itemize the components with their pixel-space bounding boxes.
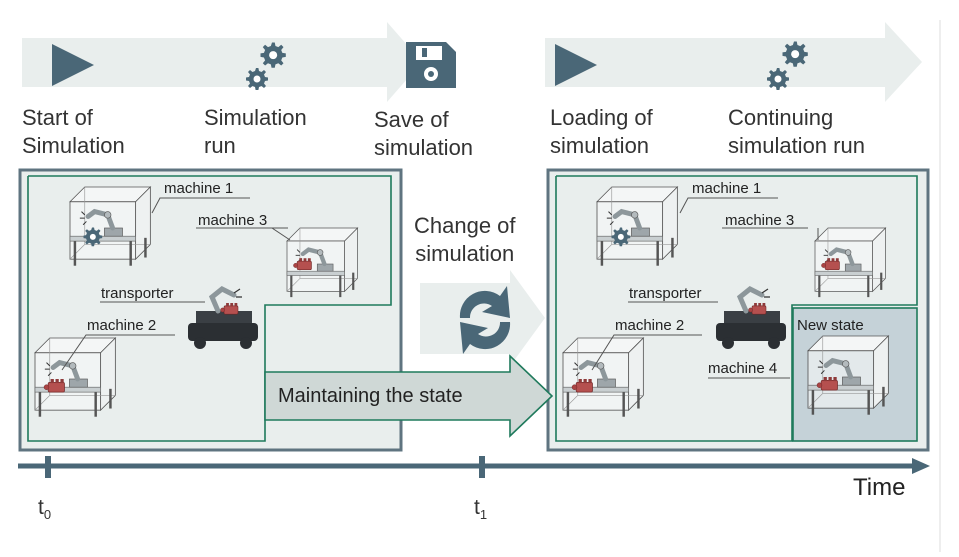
new-state-label: New state — [797, 317, 864, 334]
transporter-label-right: transporter — [629, 285, 702, 302]
phase2-arrow — [545, 22, 922, 102]
machine-1-left — [70, 187, 150, 266]
transporter-left — [188, 286, 258, 349]
change-background-arrow — [420, 270, 545, 366]
simulation-run-label: Simulation run — [204, 105, 307, 158]
continuing-simulation-run-label: Continuing simulation run — [728, 105, 865, 158]
t1-label: t1 — [474, 496, 488, 523]
gear-icon — [83, 227, 103, 247]
time-axis-label: Time — [853, 474, 906, 501]
loading-of-simulation-label: Loading of simulation — [550, 105, 653, 158]
phase1-arrow — [22, 22, 422, 102]
maintain-arrow — [264, 354, 554, 438]
machine-1-label-right: machine 1 — [692, 180, 762, 197]
machine-2-label-right: machine 2 — [615, 317, 685, 334]
refresh-icon — [459, 286, 511, 354]
machine-3-label-left: machine 3 — [198, 212, 268, 229]
t1-tick — [479, 456, 485, 478]
t0-tick — [45, 456, 51, 478]
machine-3-left — [287, 228, 358, 297]
gear-icon — [611, 227, 631, 247]
machine-2-left — [35, 338, 115, 417]
machine-4-label-right: machine 4 — [708, 360, 778, 377]
leader-lines-left — [61, 197, 291, 371]
machine-3-label-right: machine 3 — [725, 212, 795, 229]
play-icon — [52, 44, 94, 86]
transporter-right — [716, 286, 786, 349]
maintaining-state-label: Maintaining the state — [278, 385, 463, 407]
right-green-outline — [555, 175, 918, 442]
leader-lines-right — [591, 197, 819, 379]
machine-4-right — [808, 336, 888, 415]
start-of-simulation-label: Start of Simulation — [22, 105, 125, 158]
floppy-disk-icon — [406, 42, 456, 88]
left-green-outline — [27, 175, 392, 442]
change-of-simulation-label: Change of simulation — [414, 213, 516, 266]
transporter-label-left: transporter — [101, 285, 174, 302]
play-icon — [555, 44, 597, 86]
save-of-simulation-label: Save of simulation — [374, 107, 474, 160]
machine-3-right — [815, 228, 886, 297]
t0-label: t0 — [38, 496, 52, 523]
machine-2-label-left: machine 2 — [87, 317, 157, 334]
machine-1-label-left: machine 1 — [164, 180, 234, 197]
machine-1-right — [597, 187, 677, 266]
timeline-arrowhead — [912, 458, 930, 474]
machine-2-right — [563, 338, 643, 417]
